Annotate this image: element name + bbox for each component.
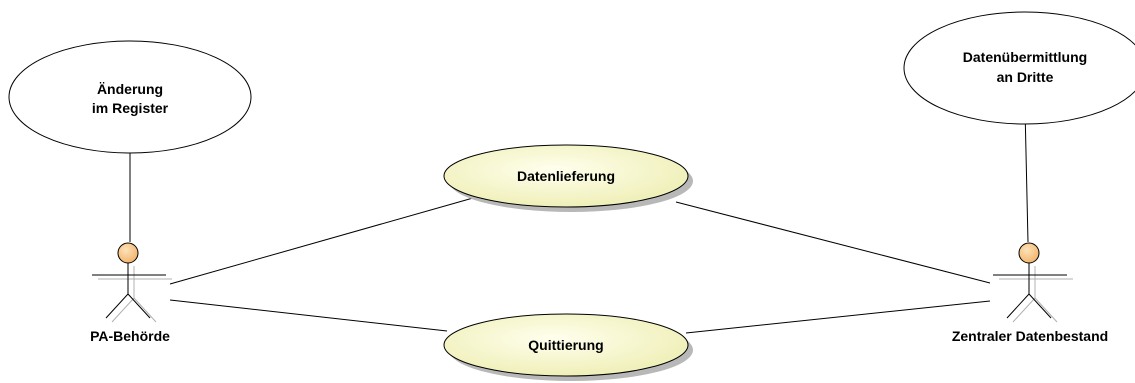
note-uebermittlung-line2: an Dritte <box>997 69 1054 85</box>
assoc-zentral-quittierung <box>685 300 991 334</box>
use-case-datenlieferung-label: Datenlieferung <box>517 168 615 184</box>
actor-pa-behoerde-label: PA-Behörde <box>90 328 170 344</box>
actor-icon <box>993 242 1073 323</box>
use-case-datenlieferung[interactable]: Datenlieferung <box>443 144 693 212</box>
note-uebermittlung: Datenübermittlung an Dritte <box>903 11 1135 125</box>
assoc-pa-datenlieferung <box>169 197 474 285</box>
note-link-uebermittlung <box>1024 107 1029 243</box>
assoc-zentral-datenlieferung <box>675 201 991 284</box>
note-aenderung: Änderung im Register <box>8 40 252 154</box>
note-aenderung-line2: im Register <box>92 100 169 116</box>
actor-zentraler-datenbestand-label: Zentraler Datenbestand <box>952 328 1108 344</box>
use-case-quittierung-label: Quittierung <box>528 337 603 353</box>
use-case-quittierung[interactable]: Quittierung <box>443 313 693 381</box>
note-uebermittlung-line1: Datenübermittlung <box>963 49 1087 65</box>
actor-pa-behoerde[interactable]: PA-Behörde <box>90 242 172 344</box>
actor-icon <box>92 242 172 323</box>
note-aenderung-line1: Änderung <box>97 81 163 97</box>
assoc-pa-quittierung <box>169 299 448 332</box>
actor-zentraler-datenbestand[interactable]: Zentraler Datenbestand <box>952 242 1108 344</box>
